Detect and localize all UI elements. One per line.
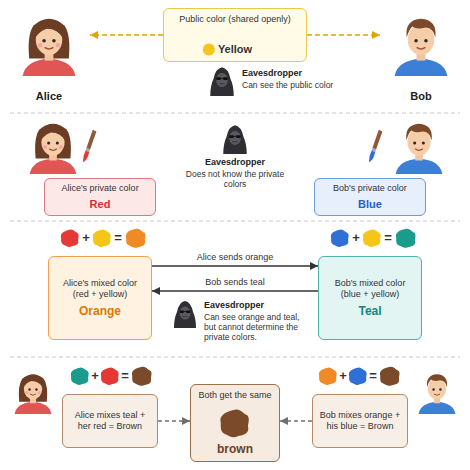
box-fill	[318, 256, 422, 340]
box-heading: Alice's mixed color (red + yellow)	[55, 278, 145, 300]
bob-figure	[395, 19, 448, 76]
connector-arrow	[280, 420, 312, 421]
equals-sign: =	[118, 367, 132, 385]
equals-sign: =	[366, 367, 380, 385]
box-heading: Bob's mixed color (blue + yellow)	[325, 278, 415, 300]
paint-blob	[380, 367, 400, 386]
box-heading: Alice	[36, 90, 62, 103]
box-heading: Alice mixes teal + her red = Brown	[69, 410, 151, 432]
final-mix-box: Alice mixes teal + her red = Brown	[62, 394, 158, 448]
alice-figure	[15, 374, 52, 414]
box-fill	[312, 394, 408, 448]
eavesdropper-figure	[223, 125, 246, 154]
box-fill	[314, 178, 426, 216]
box-heading: Both get the same	[198, 390, 271, 401]
box-fill	[190, 384, 280, 462]
paint-blob	[349, 368, 367, 385]
eavesdropper-note: Can see orange and teal, but cannot dete…	[204, 312, 312, 342]
shared-secret-box: Both get the same brown	[190, 384, 280, 462]
private-color-box: Alice's private colorRed	[44, 178, 156, 216]
box-heading: Bob mixes orange + his blue = Brown	[319, 410, 401, 432]
box-heading: Bob's private color	[333, 183, 407, 194]
paint-blob	[101, 368, 119, 385]
section-divider	[10, 357, 460, 358]
connector-arrow	[158, 420, 190, 421]
final-mix-box: Bob mixes orange + his blue = Brown	[312, 394, 408, 448]
section-divider	[10, 221, 460, 222]
plus-sign: +	[88, 367, 102, 385]
box-value: Yellow	[218, 43, 252, 56]
connector-arrow	[90, 34, 163, 36]
box-fill	[380, 8, 462, 106]
paint-blob	[396, 229, 416, 248]
eavesdropper-figure	[210, 67, 233, 96]
bob-figure	[419, 374, 456, 414]
connector-arrow	[307, 34, 380, 36]
connector-arrow	[152, 290, 318, 291]
mixed-color-box: Bob's mixed color (blue + yellow) Teal	[318, 256, 422, 340]
paint-blob	[126, 229, 146, 248]
box-value: Orange	[79, 304, 121, 318]
plus-sign: +	[79, 229, 93, 247]
box-heading: Alice's private color	[61, 183, 138, 194]
connector-arrow	[152, 265, 318, 266]
edge-label: Alice sends orange	[195, 252, 276, 263]
alice-figure	[30, 124, 76, 174]
alice-figure	[23, 19, 76, 76]
section-divider	[10, 113, 460, 114]
mixed-color-box: Alice's mixed color (red + yellow) Orange	[48, 256, 152, 340]
eavesdropper-note: Can see the public color	[242, 80, 366, 90]
paint-brush	[369, 130, 383, 162]
box-heading: Public color (shared openly)	[179, 14, 291, 25]
paint-blob	[363, 230, 381, 247]
equals-sign: =	[381, 229, 395, 247]
eavesdropper-label: Eavesdropper	[204, 300, 312, 311]
public-color-box: Public color (shared openly) Yellow	[163, 8, 307, 62]
paint-brush	[83, 130, 97, 162]
box-fill	[8, 8, 90, 106]
paint-blob	[132, 367, 152, 386]
person: Bob	[380, 8, 462, 106]
paint-blob	[331, 230, 349, 247]
plus-sign: +	[349, 229, 363, 247]
box-fill	[48, 256, 152, 340]
box-value: Teal	[358, 304, 381, 318]
yellow-paint-dot	[203, 44, 215, 56]
edge-label: Bob sends teal	[203, 277, 267, 288]
box-heading: Bob	[410, 90, 431, 103]
eavesdropper-note: Does not know the private colors	[185, 169, 285, 189]
private-color-box: Bob's private colorBlue	[314, 178, 426, 216]
eavesdropper-label: Eavesdropper	[242, 68, 362, 79]
paint-blob	[61, 230, 79, 247]
box-fill	[62, 394, 158, 448]
person: Alice	[8, 8, 90, 106]
box-value: brown	[217, 442, 253, 456]
box-fill	[44, 178, 156, 216]
equals-sign: =	[111, 229, 125, 247]
paint-blob	[319, 368, 337, 385]
paint-blob	[93, 230, 111, 247]
box-value: Red	[90, 198, 111, 211]
bob-figure	[396, 124, 442, 174]
eavesdropper-figure	[174, 301, 196, 328]
eavesdropper-label: Eavesdropper	[175, 157, 295, 168]
plus-sign: +	[336, 367, 350, 385]
paint-blob	[220, 409, 248, 437]
paint-blob	[71, 368, 89, 385]
box-value: Blue	[358, 198, 382, 211]
box-fill	[163, 8, 307, 62]
